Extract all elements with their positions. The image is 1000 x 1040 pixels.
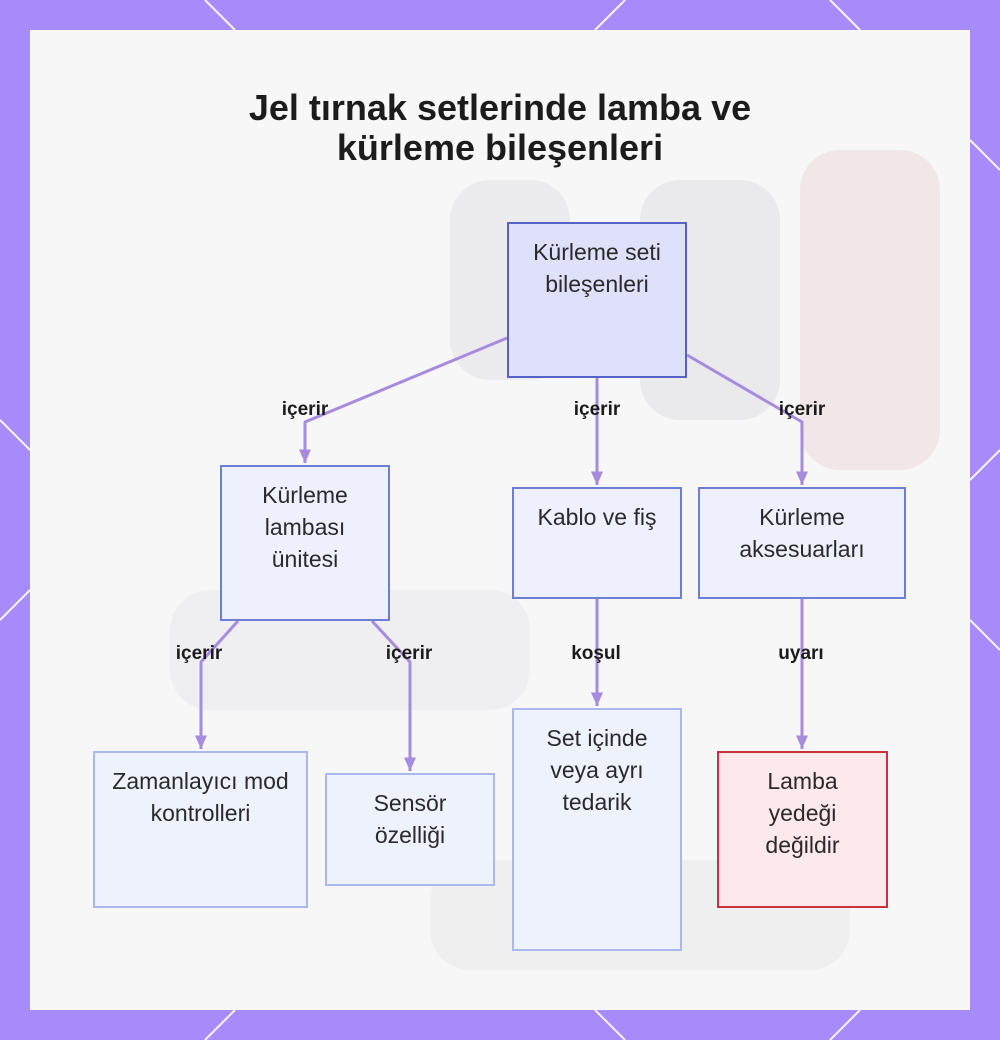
- page-title: Jel tırnak setlerinde lamba ve kürleme b…: [0, 88, 1000, 168]
- node-in-set-or-separate-supply: Set içinde veya ayrı tedarik: [512, 708, 682, 951]
- node-sensor-feature: Sensör özelliği: [325, 773, 495, 886]
- edge-label-root-lamp: içerir: [281, 399, 329, 420]
- node-label: Kürleme seti bileşenleri: [533, 239, 661, 297]
- edge-lamp-timer: [195, 619, 240, 749]
- node-curing-accessories: Kürleme aksesuarları: [698, 487, 906, 599]
- node-label: Sensör özelliği: [373, 790, 447, 848]
- node-not-lamp-spare-warning: Lamba yedeği değildir: [717, 751, 888, 908]
- node-cable-and-plug: Kablo ve fiş: [512, 487, 682, 599]
- node-label: Kürleme lambası ünitesi: [262, 482, 348, 572]
- title-line-2: kürleme bileşenleri: [336, 127, 664, 168]
- node-label: Zamanlayıcı mod kontrolleri: [112, 768, 289, 826]
- edge-root-lamp: [299, 336, 508, 463]
- node-timer-mode-controls: Zamanlayıcı mod kontrolleri: [93, 751, 308, 908]
- edge-label-root-cable: içerir: [573, 399, 621, 420]
- node-curing-set-components: Kürleme seti bileşenleri: [507, 222, 687, 378]
- edge-root-accessories: [686, 353, 808, 485]
- edge-label-accessories-warning: uyarı: [778, 643, 824, 664]
- edge-label-lamp-timer: içerir: [175, 643, 223, 664]
- node-label: Lamba yedeği değildir: [765, 768, 840, 858]
- edge-label-lamp-sensor: içerir: [385, 643, 433, 664]
- edge-label-cable-supply: koşul: [571, 643, 621, 664]
- edge-label-root-accessories: içerir: [778, 399, 826, 420]
- title-line-1: Jel tırnak setlerinde lamba ve: [248, 87, 752, 128]
- edge-lamp-sensor: [370, 619, 416, 771]
- node-label: Kürleme aksesuarları: [739, 504, 865, 562]
- node-label: Set içinde veya ayrı tedarik: [546, 725, 648, 815]
- background-blur-shape: [800, 150, 940, 470]
- node-curing-lamp-unit: Kürleme lambası ünitesi: [220, 465, 390, 621]
- node-label: Kablo ve fiş: [537, 504, 657, 530]
